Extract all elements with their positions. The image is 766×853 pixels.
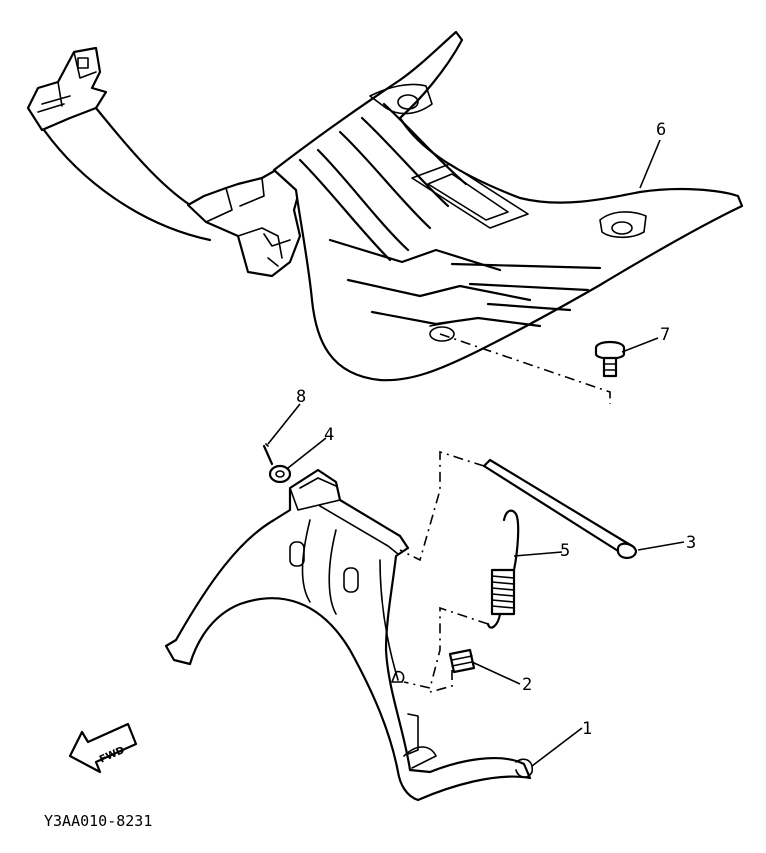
cotter-pin-part-8[interactable] [262,443,274,466]
callout-2: 2 [522,675,532,695]
callout-4: 4 [324,425,334,445]
callout-7: 7 [660,325,670,345]
spring-part-5[interactable] [486,509,520,629]
washer-part-4[interactable] [268,464,292,484]
callout-5: 5 [560,541,570,561]
callout-3: 3 [686,533,696,553]
stopper-part-2[interactable] [448,648,476,674]
forward-arrow-icon: FWD [68,722,138,774]
leader-lines [267,139,685,767]
callout-6: 6 [656,120,666,140]
bolt-part-7[interactable] [594,340,626,378]
shaft-part-3[interactable] [482,458,638,560]
callout-8: 8 [296,387,306,407]
assembly-guide-lines [399,333,611,693]
floor-panel-part-6[interactable] [26,30,744,382]
drawing-code: Y3AA010-8231 [44,812,152,830]
main-stand-part-1[interactable] [164,468,534,802]
callout-1: 1 [582,719,592,739]
